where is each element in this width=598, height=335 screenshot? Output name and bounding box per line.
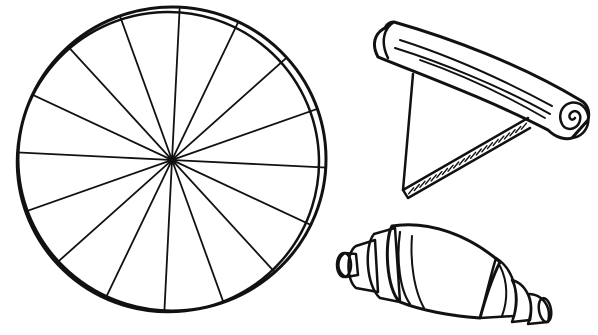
rolled-croissant-icon <box>337 225 553 324</box>
hatch-stroke <box>459 159 464 165</box>
wedge-cut-line <box>172 160 275 272</box>
wedge-edge-outer <box>403 128 530 198</box>
hatch-stroke <box>420 181 425 187</box>
wedge-edge-hatching <box>409 123 527 194</box>
croissant-left-segment-2 <box>349 240 379 292</box>
hatch-stroke <box>414 185 419 191</box>
croissant-center-fold-2 <box>412 236 425 308</box>
hatch-stroke <box>471 152 476 158</box>
hatch-stroke <box>443 168 448 174</box>
wedge-rolling-icon <box>374 22 588 198</box>
hatch-stroke <box>409 188 414 194</box>
wedge-cut-line <box>69 48 172 160</box>
dough-circle-icon <box>7 2 329 322</box>
hatch-stroke <box>465 156 470 162</box>
hatch-stroke <box>454 162 459 168</box>
hatch-stroke <box>493 139 498 145</box>
hatch-stroke <box>505 133 510 139</box>
roll-shade-3 <box>420 60 545 118</box>
hatch-stroke <box>499 136 504 142</box>
hatch-stroke <box>476 149 481 155</box>
hatch-stroke <box>510 130 515 136</box>
hatch-stroke <box>437 172 442 178</box>
hatch-stroke <box>448 165 453 171</box>
hatch-stroke <box>426 178 431 184</box>
dough-circle-center <box>169 157 175 163</box>
wedge-cut-line <box>172 59 286 160</box>
wedge-cut-line <box>164 160 172 311</box>
wedge-cut-line <box>19 153 172 161</box>
hatch-stroke <box>431 175 436 181</box>
hatch-stroke <box>488 143 493 149</box>
wedge-cut-line <box>172 160 325 168</box>
wedge-cut-line <box>172 9 180 160</box>
wedge-cut-line <box>59 160 173 261</box>
roll-spiral-end <box>560 103 588 138</box>
hatch-stroke <box>521 123 526 129</box>
hatch-stroke <box>516 127 521 133</box>
hatch-stroke <box>482 146 487 152</box>
croissant-right-fold <box>500 266 506 316</box>
